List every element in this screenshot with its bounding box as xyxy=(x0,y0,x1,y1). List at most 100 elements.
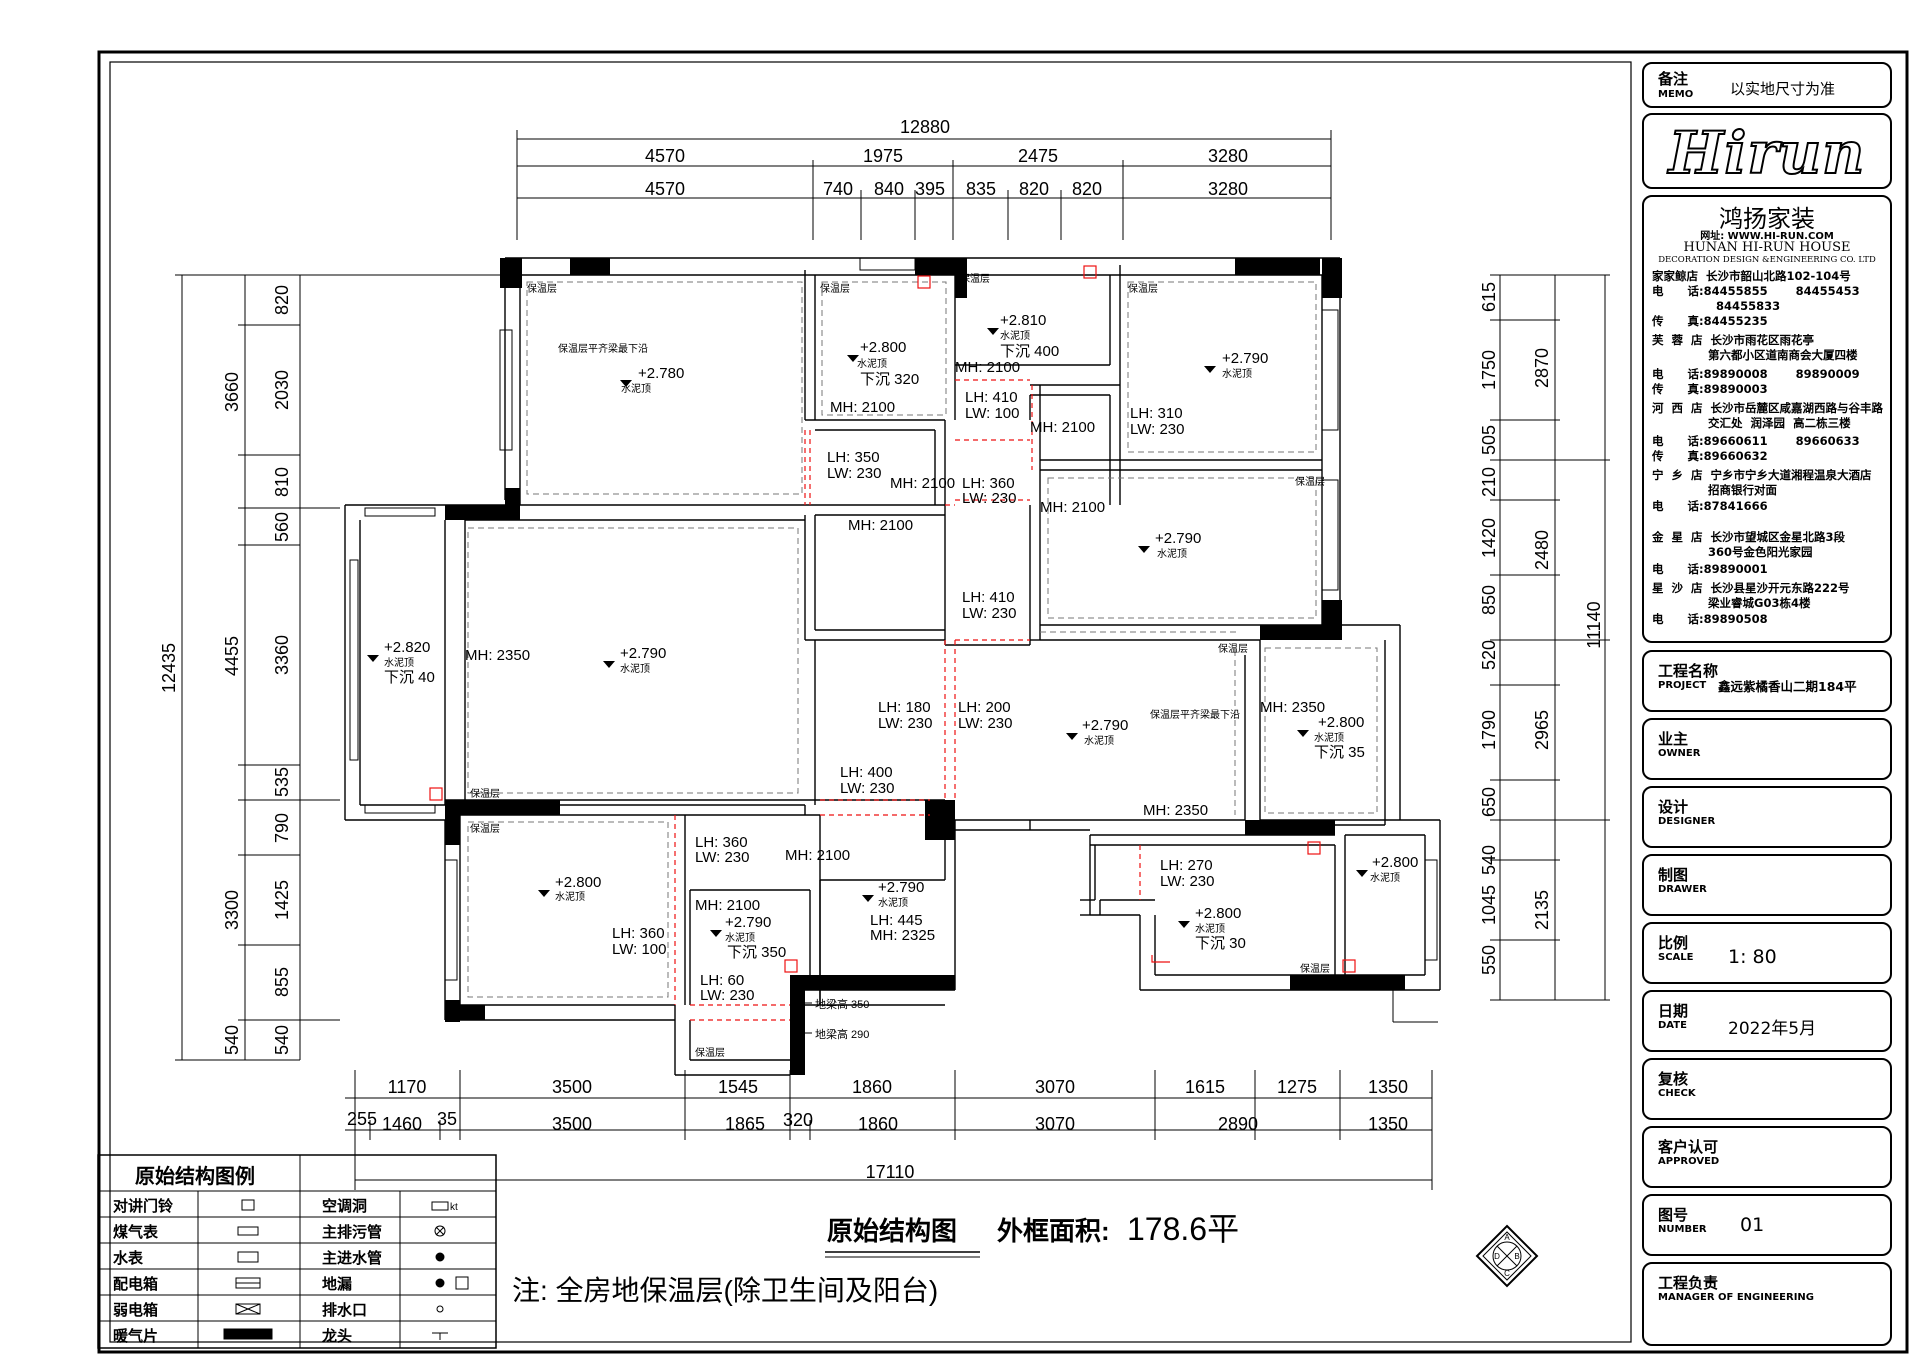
svg-text:+2.820: +2.820 xyxy=(384,639,430,656)
svg-text:3070: 3070 xyxy=(1035,1077,1075,1097)
svg-text:MH: 2100: MH: 2100 xyxy=(890,475,955,492)
svg-text:1975: 1975 xyxy=(863,146,903,166)
svg-text:1865: 1865 xyxy=(725,1114,765,1134)
svg-text:210: 210 xyxy=(1479,467,1499,497)
svg-text:+2.790: +2.790 xyxy=(1155,530,1201,547)
svg-text:暖气片: 暖气片 xyxy=(113,1327,158,1345)
outer-wall-leader xyxy=(790,990,1438,1034)
svg-text:下沉 40: 下沉 40 xyxy=(384,669,435,686)
svg-text:835: 835 xyxy=(966,179,996,199)
svg-text:560: 560 xyxy=(272,512,292,542)
drawer-box: 制图 DRAWER xyxy=(1642,854,1892,916)
drawing-title: 原始结构图 xyxy=(827,1216,957,1246)
svg-text:LW: 100: LW: 100 xyxy=(612,941,666,958)
svg-text:255: 255 xyxy=(347,1109,377,1129)
svg-text:保温层: 保温层 xyxy=(1128,282,1158,295)
company-info: 鸿扬家装 网址: WWW.HI-RUN.COM HUNAN HI-RUN HOU… xyxy=(1642,195,1892,643)
svg-text:LH: 410: LH: 410 xyxy=(962,589,1015,606)
svg-text:1790: 1790 xyxy=(1479,710,1499,750)
svg-text:LH: 310: LH: 310 xyxy=(1130,405,1183,422)
svg-text:+2.800: +2.800 xyxy=(860,339,906,356)
svg-text:MH: 2350: MH: 2350 xyxy=(1260,699,1325,716)
svg-text:B: B xyxy=(1514,1252,1519,1261)
number-box: 图号 NUMBER 01 xyxy=(1642,1194,1892,1256)
svg-text:1425: 1425 xyxy=(272,880,292,920)
ac-hole-icon xyxy=(431,1201,449,1211)
dim-top-total: 12880 xyxy=(900,117,950,137)
svg-text:LH: 270: LH: 270 xyxy=(1160,857,1213,874)
svg-text:3280: 3280 xyxy=(1208,146,1248,166)
svg-text:4570: 4570 xyxy=(645,179,685,199)
svg-text:1545: 1545 xyxy=(718,1077,758,1097)
svg-text:+2.800: +2.800 xyxy=(1195,905,1241,922)
svg-text:1350: 1350 xyxy=(1368,1114,1408,1134)
svg-text:820: 820 xyxy=(272,285,292,315)
bottom-dimension-texts: 1170 3500 1545 1860 3070 1615 1275 1350 … xyxy=(347,1077,1408,1182)
svg-text:弱电箱: 弱电箱 xyxy=(113,1301,158,1319)
area-value: 178.6平 xyxy=(1127,1211,1239,1247)
water-meter-icon xyxy=(237,1251,259,1263)
svg-text:LW: 230: LW: 230 xyxy=(700,987,754,1004)
svg-text:排水口: 排水口 xyxy=(322,1301,367,1319)
memo-box: 备注 MEMO 以实地尺寸为准 xyxy=(1642,62,1892,108)
svg-text:保温层: 保温层 xyxy=(470,822,500,835)
svg-text:地梁高 350: 地梁高 350 xyxy=(815,997,869,1011)
svg-text:LW: 230: LW: 230 xyxy=(840,780,894,797)
svg-text:1460: 1460 xyxy=(382,1114,422,1134)
svg-text:下沉 30: 下沉 30 xyxy=(1195,935,1246,952)
svg-text:MH: 2100: MH: 2100 xyxy=(830,399,895,416)
svg-text:LH: 350: LH: 350 xyxy=(827,449,880,466)
svg-text:LH: 445: LH: 445 xyxy=(870,912,923,929)
svg-text:320: 320 xyxy=(783,1110,813,1130)
svg-text:MH: 2325: MH: 2325 xyxy=(870,927,935,944)
svg-text:+2.800: +2.800 xyxy=(555,874,601,891)
area-label: 外框面积: xyxy=(997,1216,1110,1246)
compass-icon: A D B C xyxy=(1475,1224,1539,1288)
svg-text:35: 35 xyxy=(437,1109,457,1129)
company-desc-en: DECORATION DESIGN &ENGINEERING CO. LTD xyxy=(1658,255,1876,265)
svg-text:LW: 230: LW: 230 xyxy=(878,715,932,732)
svg-text:2965: 2965 xyxy=(1532,710,1552,750)
svg-text:2890: 2890 xyxy=(1218,1114,1258,1134)
svg-text:地漏: 地漏 xyxy=(322,1275,352,1293)
svg-text:2135: 2135 xyxy=(1532,890,1552,930)
svg-text:LH: 400: LH: 400 xyxy=(840,764,893,781)
door-openings xyxy=(674,379,1141,1021)
room-labels: 保温层 保温层 保温层 保温层 保温层 保温层 保温层 保温层 保温层 保温层 … xyxy=(384,272,1418,1059)
drain-outlet-icon xyxy=(436,1305,444,1313)
svg-text:水泥顶: 水泥顶 xyxy=(857,357,887,370)
svg-text:+2.800: +2.800 xyxy=(1372,854,1418,871)
svg-text:2480: 2480 xyxy=(1532,530,1552,570)
svg-text:+2.810: +2.810 xyxy=(1000,312,1046,329)
svg-text:MH: 2100: MH: 2100 xyxy=(785,847,850,864)
svg-text:水泥顶: 水泥顶 xyxy=(1314,731,1344,744)
designer-box: 设计 DESIGNER xyxy=(1642,786,1892,848)
svg-text:下沉 35: 下沉 35 xyxy=(1314,744,1365,761)
top-dimension-texts: 12880 4570 1975 2475 3280 4570 740 840 3… xyxy=(645,117,1248,199)
weak-current-box-icon xyxy=(235,1303,261,1315)
svg-text:D: D xyxy=(1494,1252,1500,1261)
svg-text:水泥顶: 水泥顶 xyxy=(1195,922,1225,935)
svg-text:3300: 3300 xyxy=(222,890,242,930)
svg-text:MH: 2100: MH: 2100 xyxy=(1040,499,1105,516)
svg-text:540: 540 xyxy=(1479,845,1499,875)
svg-text:1275: 1275 xyxy=(1277,1077,1317,1097)
svg-text:LW: 230: LW: 230 xyxy=(695,849,749,866)
sheet-outer-border xyxy=(97,50,1909,1354)
faucet-icon xyxy=(432,1332,448,1340)
number-value: 01 xyxy=(1740,1214,1765,1236)
svg-text:3500: 3500 xyxy=(552,1077,592,1097)
svg-text:LW: 230: LW: 230 xyxy=(827,465,881,482)
main-water-pipe-icon xyxy=(435,1252,445,1262)
svg-text:LW: 230: LW: 230 xyxy=(962,605,1016,622)
svg-text:水泥顶: 水泥顶 xyxy=(555,890,585,903)
svg-text:1860: 1860 xyxy=(852,1077,892,1097)
svg-text:1860: 1860 xyxy=(858,1114,898,1134)
svg-text:保温层: 保温层 xyxy=(820,282,850,295)
svg-text:水泥顶: 水泥顶 xyxy=(725,931,755,944)
svg-text:810: 810 xyxy=(272,467,292,497)
svg-text:650: 650 xyxy=(1479,787,1499,817)
memo-value: 以实地尺寸为准 xyxy=(1730,80,1836,98)
right-dimension-texts: 11140 2870 2480 2965 2135 615 1750 505 2… xyxy=(1479,282,1604,975)
date-box: 日期 DATE 2022年5月 xyxy=(1642,990,1892,1052)
